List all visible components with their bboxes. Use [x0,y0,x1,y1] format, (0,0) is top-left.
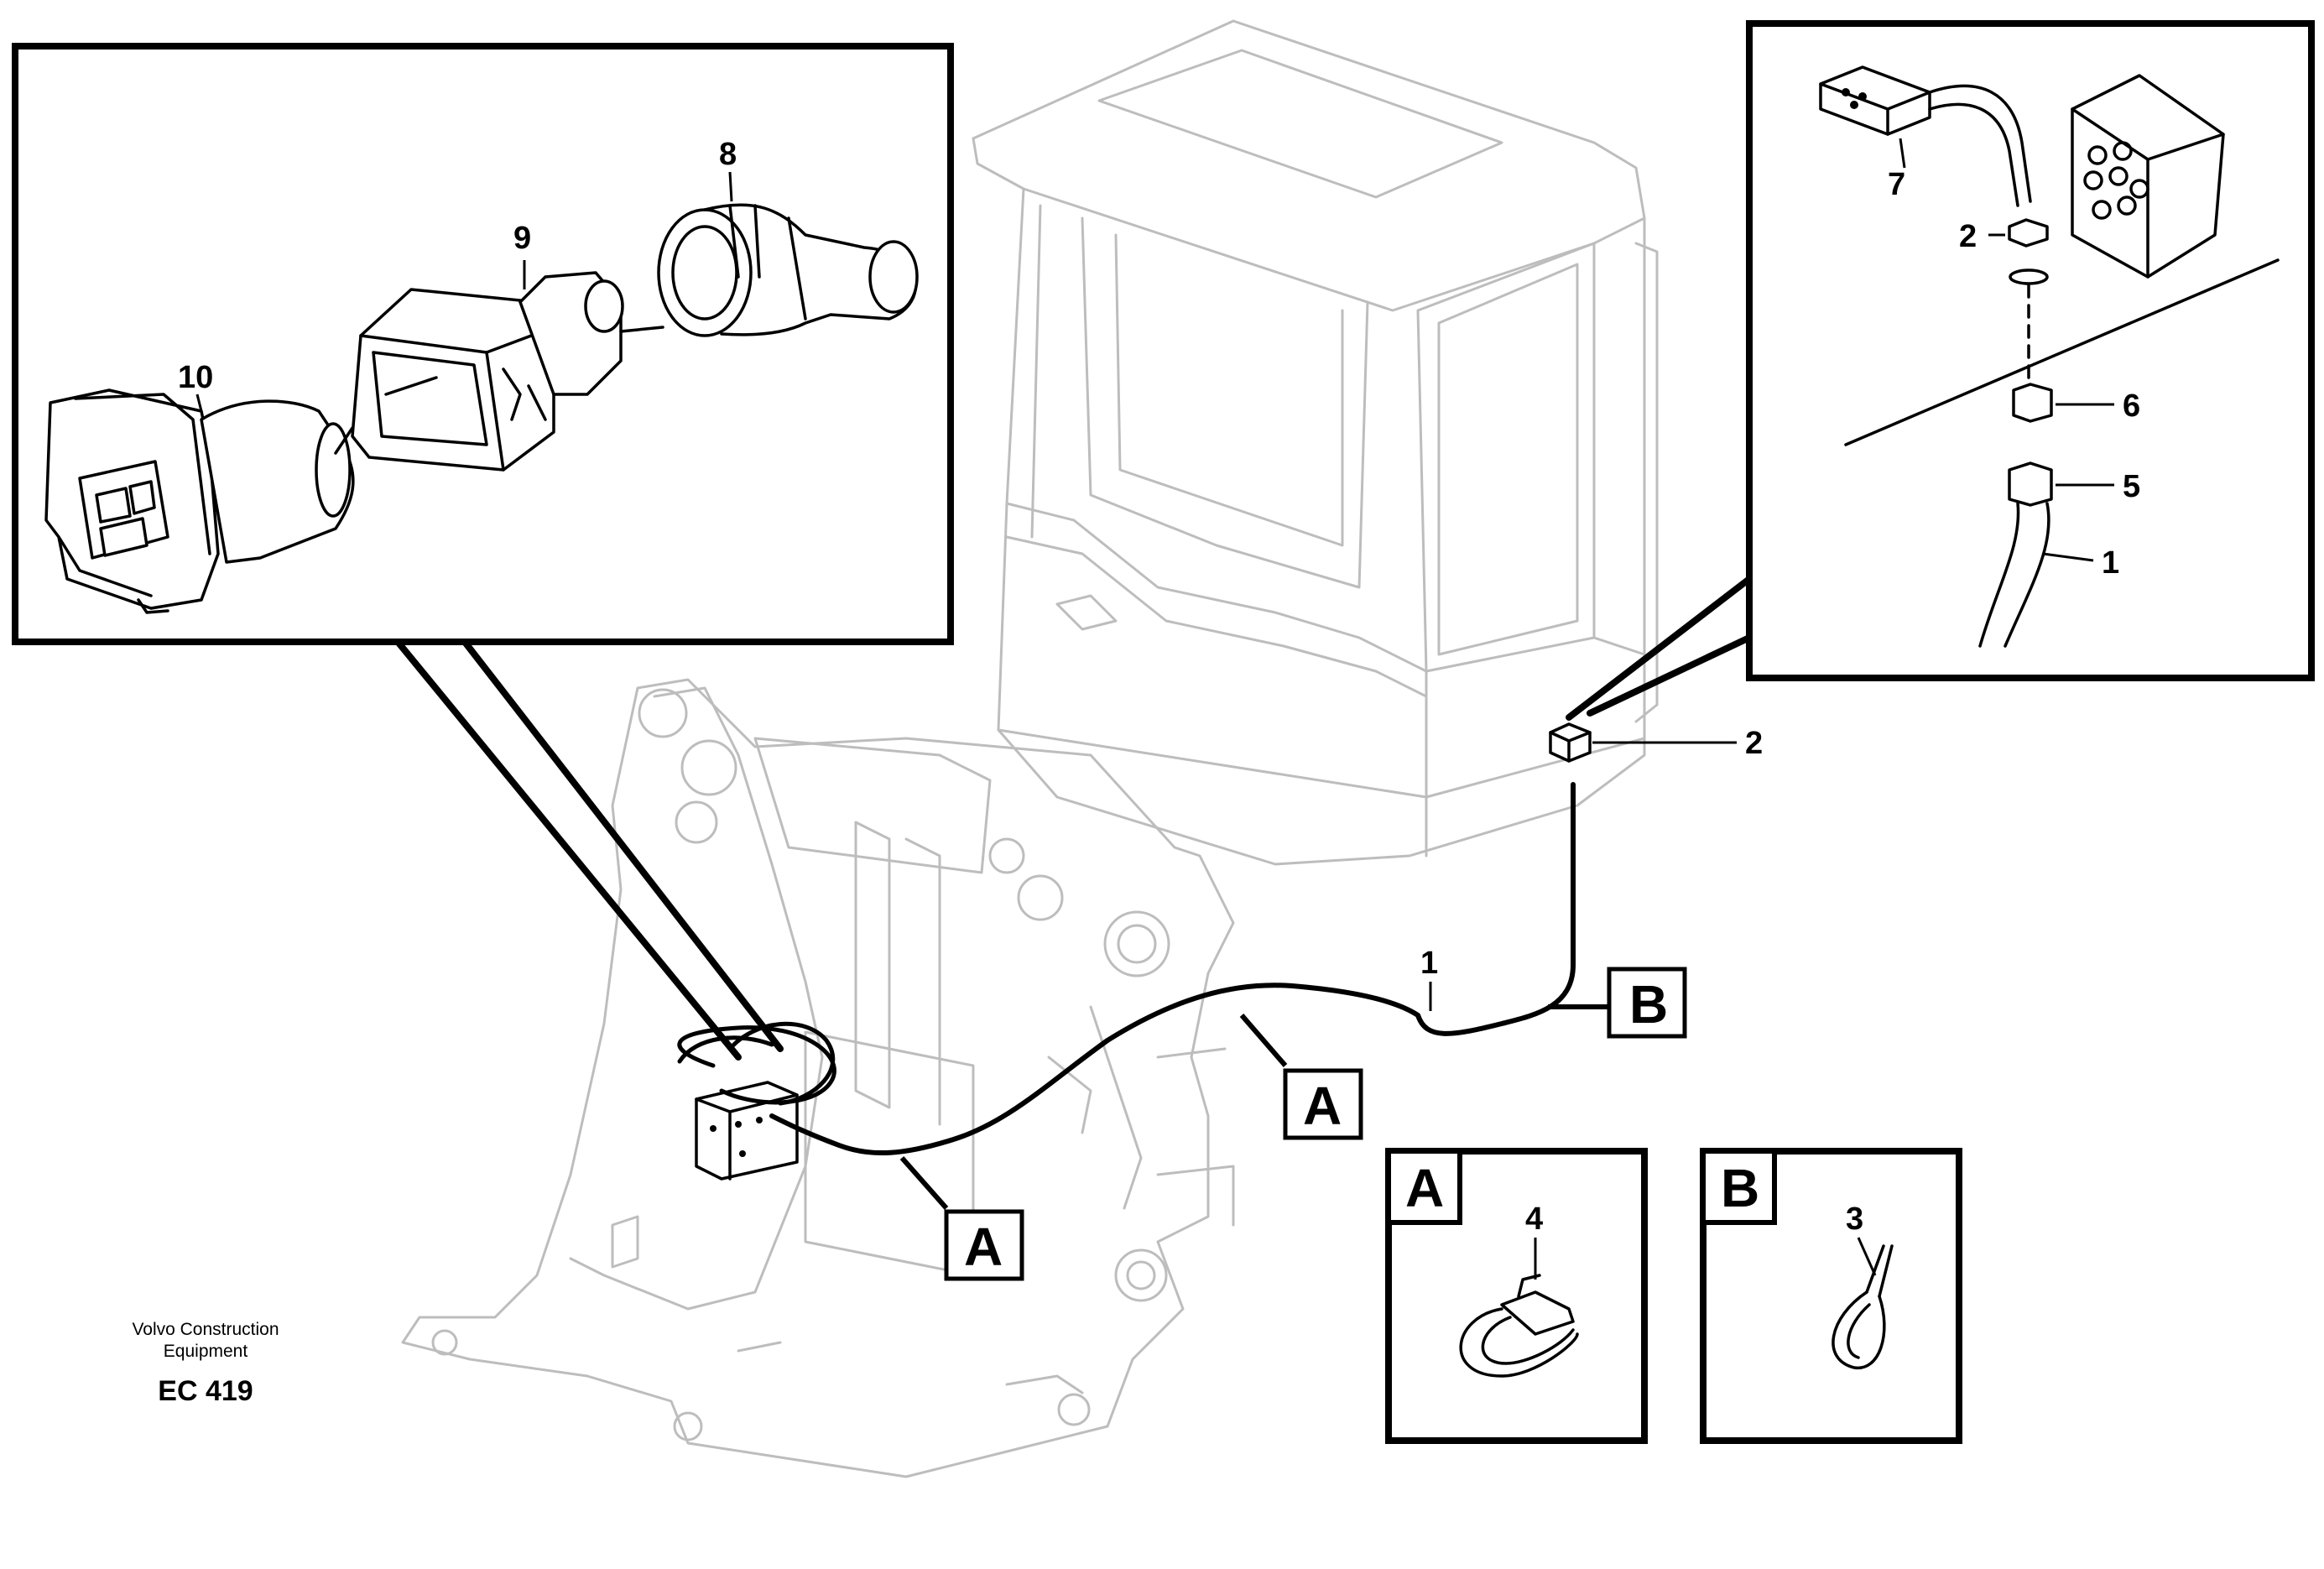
detail-label-a: A [1405,1158,1444,1218]
grommet-8 [657,203,919,337]
callout-6: 6 [2123,388,2140,424]
callout-7: 7 [1888,167,1905,202]
callout-3: 3 [1846,1202,1863,1237]
ref-label-a-1: A [1303,1076,1342,1136]
publisher-credit: Volvo Construction Equipment EC 419 [117,1319,294,1410]
cable-harness [677,782,1576,1156]
credit-line-2: Equipment [163,1342,248,1361]
callout-8: 8 [719,137,737,172]
callout-2-main: 2 [1745,726,1763,761]
detail-inset [1566,20,2315,721]
ref-a-box-2 [899,1156,1024,1281]
detail-label-b: B [1721,1158,1759,1218]
callout-9: 9 [513,221,531,256]
ref-label-b-1: B [1629,974,1668,1035]
connector-inset [12,43,954,1061]
connector-9 [334,271,664,472]
ref-b-box [1548,967,1687,1039]
ref-label-a-2: A [964,1217,1003,1277]
cab-outline [972,19,1659,866]
figure-code: EC 419 [158,1375,253,1407]
callout-10: 10 [178,360,213,395]
callout-1-main: 1 [1420,946,1438,981]
callout-5: 5 [2123,469,2140,504]
callout-4: 4 [1525,1202,1543,1237]
detail-box-b [1700,1148,1962,1444]
credit-line-1: Volvo Construction [132,1320,279,1339]
callout-1-inset: 1 [2102,545,2119,581]
leader-8 [728,171,733,202]
leader-10 [195,394,203,412]
grommet-part [1549,722,1592,763]
ref-a-box-1 [1239,1014,1363,1140]
loader-frame-outline [401,678,1235,1478]
valve-block [695,1081,799,1181]
detail-box-a [1385,1148,1648,1444]
callout-2-inset: 2 [1959,219,1977,254]
